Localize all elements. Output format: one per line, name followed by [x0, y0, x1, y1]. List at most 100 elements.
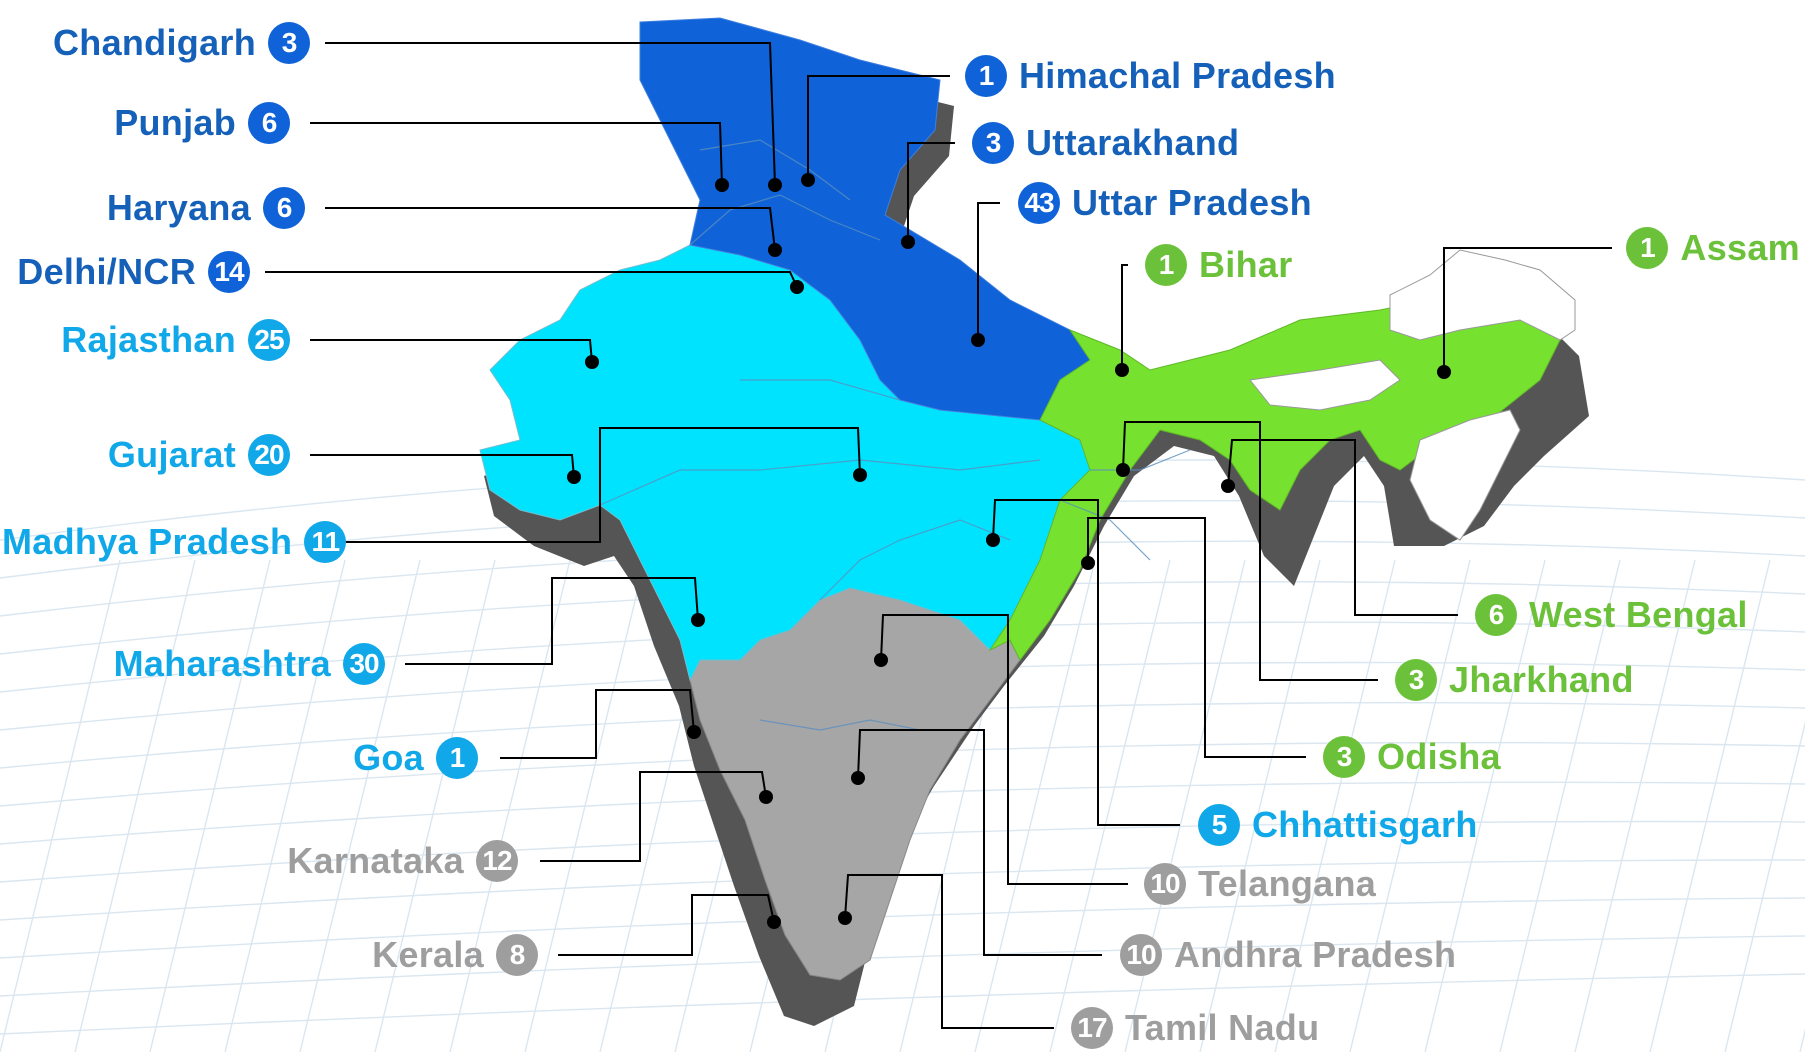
state-name: Maharashtra	[113, 643, 331, 684]
leader-line-karnataka	[540, 771, 767, 862]
location-dot-haryana	[768, 243, 782, 257]
state-name: Telangana	[1198, 863, 1377, 904]
count-badge: 43	[1018, 182, 1060, 224]
state-name: Assam	[1680, 227, 1800, 268]
state-name: Uttarakhand	[1026, 122, 1240, 163]
count-badge: 3	[268, 22, 310, 64]
state-label-bihar: 1 Bihar	[1145, 244, 1293, 286]
internal-borders	[599, 139, 1191, 731]
count-badge: 3	[1395, 659, 1437, 701]
state-label-karnataka: Karnataka 12	[287, 840, 518, 882]
location-dot-assam	[1437, 365, 1451, 379]
count-badge: 6	[1475, 594, 1517, 636]
leader-line-kerala	[558, 894, 775, 956]
state-label-chandigarh: Chandigarh 3	[53, 22, 310, 64]
leader-line-odisha	[1087, 517, 1306, 758]
northeast-white-region-2	[1409, 409, 1521, 541]
state-name: Kerala	[372, 934, 484, 975]
count-badge: 12	[476, 840, 518, 882]
count-badge: 25	[248, 319, 290, 361]
state-name: Karnataka	[287, 840, 464, 881]
location-dot-karnataka	[759, 790, 773, 804]
leader-line-tamilnadu	[844, 874, 1054, 1029]
location-dot-gujarat	[567, 470, 581, 484]
location-dot-chandigarh	[768, 178, 782, 192]
state-name: Uttar Pradesh	[1072, 182, 1312, 223]
state-label-uttarpradesh: 43 Uttar Pradesh	[1018, 182, 1312, 224]
leader-line-jharkhand	[1122, 421, 1378, 681]
count-badge: 10	[1120, 934, 1162, 976]
state-label-madhya: Madhya Pradesh 11	[2, 521, 347, 563]
state-name: Chandigarh	[52, 22, 256, 63]
state-name: Jharkhand	[1449, 659, 1634, 700]
leader-line-uttarpradesh	[977, 202, 1000, 340]
state-label-odisha: 3 Odisha	[1323, 736, 1501, 778]
northeast-white-region-3	[1249, 359, 1401, 411]
state-name: Rajasthan	[61, 319, 236, 360]
location-dot-uttarpradesh	[971, 333, 985, 347]
location-dot-maharashtra	[691, 613, 705, 627]
state-name: Punjab	[114, 102, 236, 143]
state-name: Himachal Pradesh	[1019, 55, 1336, 96]
location-dot-jharkhand	[1116, 463, 1130, 477]
leader-line-andhra	[857, 729, 1102, 956]
location-dot-westbengal	[1221, 479, 1235, 493]
state-name: Bihar	[1199, 244, 1293, 285]
leader-line-bihar	[1121, 264, 1128, 370]
state-label-uttarakhand: 3 Uttarakhand	[972, 122, 1239, 164]
location-dot-madhya	[853, 468, 867, 482]
state-label-kerala: Kerala 8	[372, 934, 538, 976]
state-label-rajasthan: Rajasthan 25	[61, 319, 290, 361]
count-badge: 10	[1144, 863, 1186, 905]
count-badge: 1	[1626, 227, 1669, 269]
location-dot-telangana	[874, 653, 888, 667]
location-dot-bihar	[1115, 363, 1129, 377]
count-badge: 8	[496, 934, 538, 976]
count-badge: 3	[972, 122, 1014, 164]
leader-line-assam	[1443, 247, 1612, 372]
count-badge: 11	[304, 521, 347, 563]
state-label-himachal: 1 Himachal Pradesh	[965, 55, 1336, 97]
location-dot-delhi	[790, 280, 804, 294]
location-dot-tamilnadu	[838, 911, 852, 925]
state-name: Tamil Nadu	[1125, 1007, 1320, 1048]
location-dot-himachal	[801, 173, 815, 187]
location-dot-punjab	[715, 178, 729, 192]
location-dot-uttarakhand	[901, 235, 915, 249]
state-label-jharkhand: 3 Jharkhand	[1395, 659, 1634, 701]
location-dot-odisha	[1081, 556, 1095, 570]
count-badge: 3	[1323, 736, 1365, 778]
count-badge: 1	[965, 55, 1007, 97]
leader-line-punjab	[310, 122, 723, 186]
state-name: Goa	[353, 737, 424, 778]
location-dot-andhra	[851, 771, 865, 785]
state-name: Odisha	[1377, 736, 1501, 777]
state-name: Chhattisgarh	[1252, 804, 1478, 845]
location-dot-kerala	[767, 915, 781, 929]
state-name: Madhya Pradesh	[2, 521, 293, 562]
leader-line-goa	[500, 689, 695, 759]
state-label-tamilnadu: 17 Tamil Nadu	[1071, 1007, 1319, 1049]
location-dot-chhattisgarh	[986, 533, 1000, 547]
leader-line-rajasthan	[310, 339, 593, 363]
state-name: Haryana	[106, 187, 251, 228]
leader-line-himachal	[807, 75, 950, 180]
leader-lines	[265, 42, 1612, 1029]
leader-line-chandigarh	[325, 42, 776, 186]
leader-line-westbengal	[1227, 439, 1458, 616]
state-label-assam: 1 Assam	[1626, 227, 1800, 269]
count-badge: 17	[1071, 1007, 1113, 1049]
leader-line-chhattisgarh	[992, 499, 1180, 826]
leader-line-maharashtra	[405, 577, 699, 665]
count-badge: 1	[1145, 244, 1187, 286]
state-name: Delhi/NCR	[17, 251, 196, 292]
leader-line-gujarat	[310, 454, 575, 478]
